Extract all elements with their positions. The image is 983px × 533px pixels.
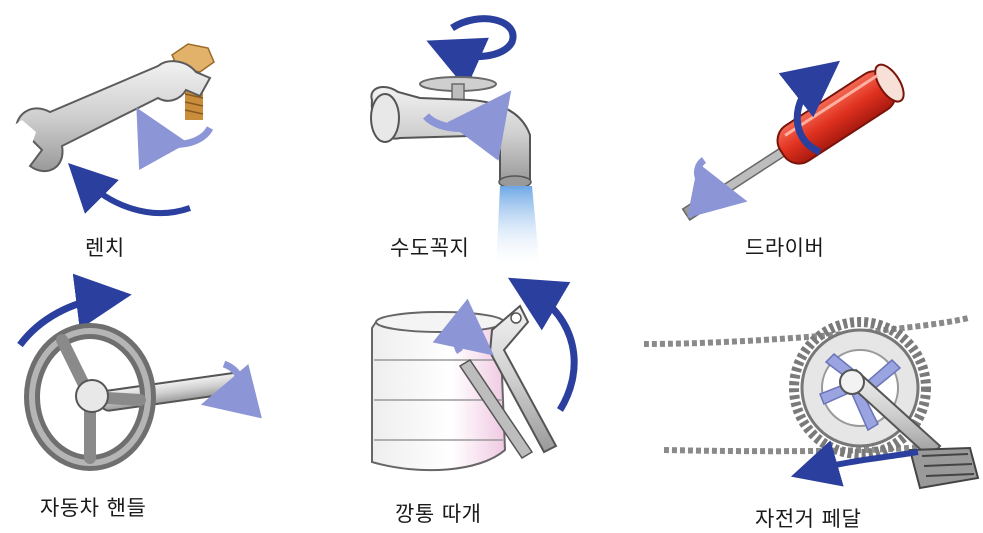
wrench-illustration — [10, 44, 214, 213]
bicycle-pedal-illustration — [644, 318, 978, 488]
label-faucet: 수도꼭지 — [390, 232, 469, 262]
bolt-rotation-arrow — [150, 128, 210, 144]
can-opener-illustration — [372, 292, 574, 470]
pedal-rotation-arrow — [814, 452, 918, 470]
label-can-opener: 깡통 따개 — [395, 498, 481, 528]
steering-wheel-illustration — [20, 298, 246, 463]
label-steering-wheel: 자동차 핸들 — [40, 492, 146, 522]
chain-top — [644, 318, 968, 344]
water-stream — [496, 186, 540, 270]
label-bicycle-pedal: 자전거 페달 — [755, 503, 861, 533]
screwdriver-shaft — [697, 148, 786, 210]
wheel-hub — [76, 380, 108, 412]
label-screwdriver: 드라이버 — [745, 232, 824, 262]
steering-column — [99, 372, 245, 412]
screwdriver-illustration — [675, 60, 909, 232]
wrench-rotation-arrow — [85, 180, 190, 213]
faucet-top-arrow — [452, 19, 513, 57]
label-wrench: 렌치 — [85, 232, 125, 262]
wrench-body — [16, 61, 210, 171]
opener-rotation-arrow — [532, 292, 574, 410]
